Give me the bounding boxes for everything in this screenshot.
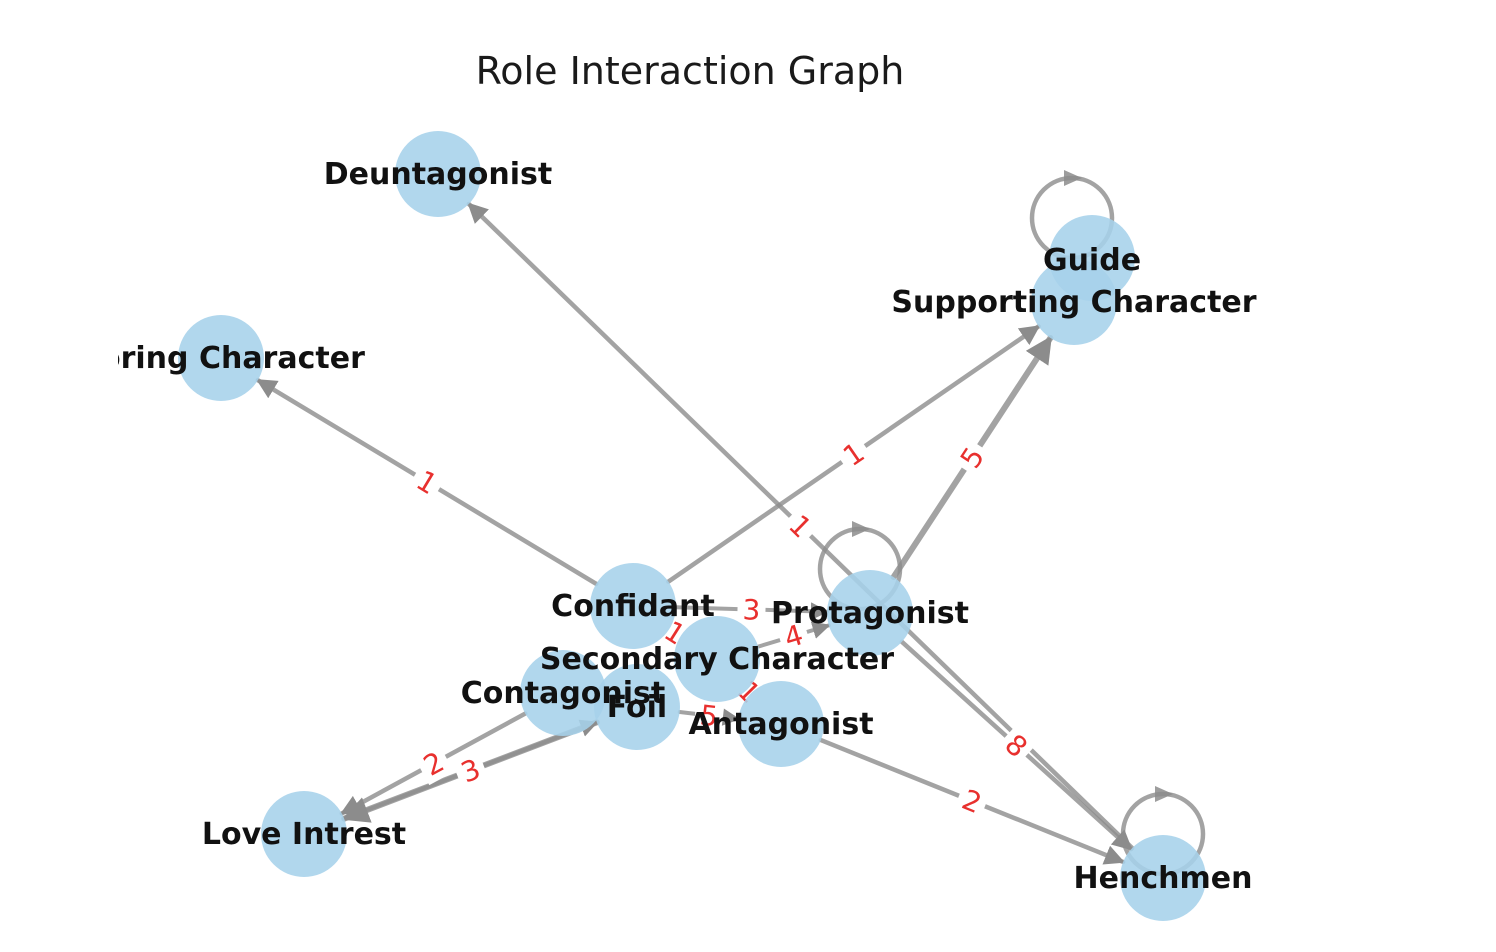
- node-label-henchmen: Henchmen: [1074, 861, 1253, 896]
- edge-weight-label: 1: [832, 432, 875, 476]
- edge-weight-text: 5: [698, 699, 720, 734]
- node-secondary-character: [674, 616, 760, 702]
- node-label-protagonist: Protagonist: [771, 596, 969, 631]
- node-boring-character: [178, 315, 264, 401]
- node-label-foil: Foil: [607, 690, 667, 725]
- node-label-antagonist: Antagonist: [688, 707, 873, 742]
- plot-area: 11158221341513 DeuntagonistGuideSupporti…: [77, 131, 1257, 921]
- node-label-deuteragonist: Deuntagonist: [324, 157, 552, 192]
- node-label-guide: Guide: [1043, 243, 1141, 278]
- edge-weight-label: 3: [737, 592, 766, 627]
- self-loop-arrowhead: [1064, 170, 1082, 186]
- edge-weight-label: 4: [775, 615, 812, 657]
- self-loop-arrowhead: [852, 521, 870, 537]
- node-contagonist: [520, 650, 606, 736]
- node-protagonist: [827, 570, 913, 656]
- node-label-confidant: Confidant: [551, 589, 715, 624]
- node-label-boring-character: Boring Character: [77, 341, 365, 376]
- node-antagonist: [738, 681, 824, 767]
- node-label-secondary-character: Secondary Character: [540, 642, 894, 677]
- node-supporting-character: [1031, 259, 1117, 345]
- node-henchmen: [1120, 835, 1206, 921]
- edge-weight-label: 5: [693, 696, 725, 735]
- edge-weight-label: 2: [952, 779, 992, 823]
- node-deuteragonist: [395, 131, 481, 217]
- edge-weight-label: 3: [451, 749, 490, 792]
- graph-title: Role Interaction Graph: [476, 49, 905, 93]
- node-foil: [594, 664, 680, 750]
- edge-weight-label: 1: [406, 460, 448, 504]
- node-confidant: [590, 563, 676, 649]
- self-loop-arrowhead: [1155, 786, 1173, 802]
- node-label-love-interest: Love Intrest: [202, 817, 406, 852]
- node-love-interest: [261, 791, 347, 877]
- node-label-contagonist: Contagonist: [461, 676, 666, 711]
- node-label-supporting-character: Supporting Character: [891, 285, 1256, 320]
- edge-weight-text: 3: [742, 593, 761, 627]
- nodes-layer: [178, 131, 1206, 921]
- edge-weight-label: 5: [950, 436, 994, 479]
